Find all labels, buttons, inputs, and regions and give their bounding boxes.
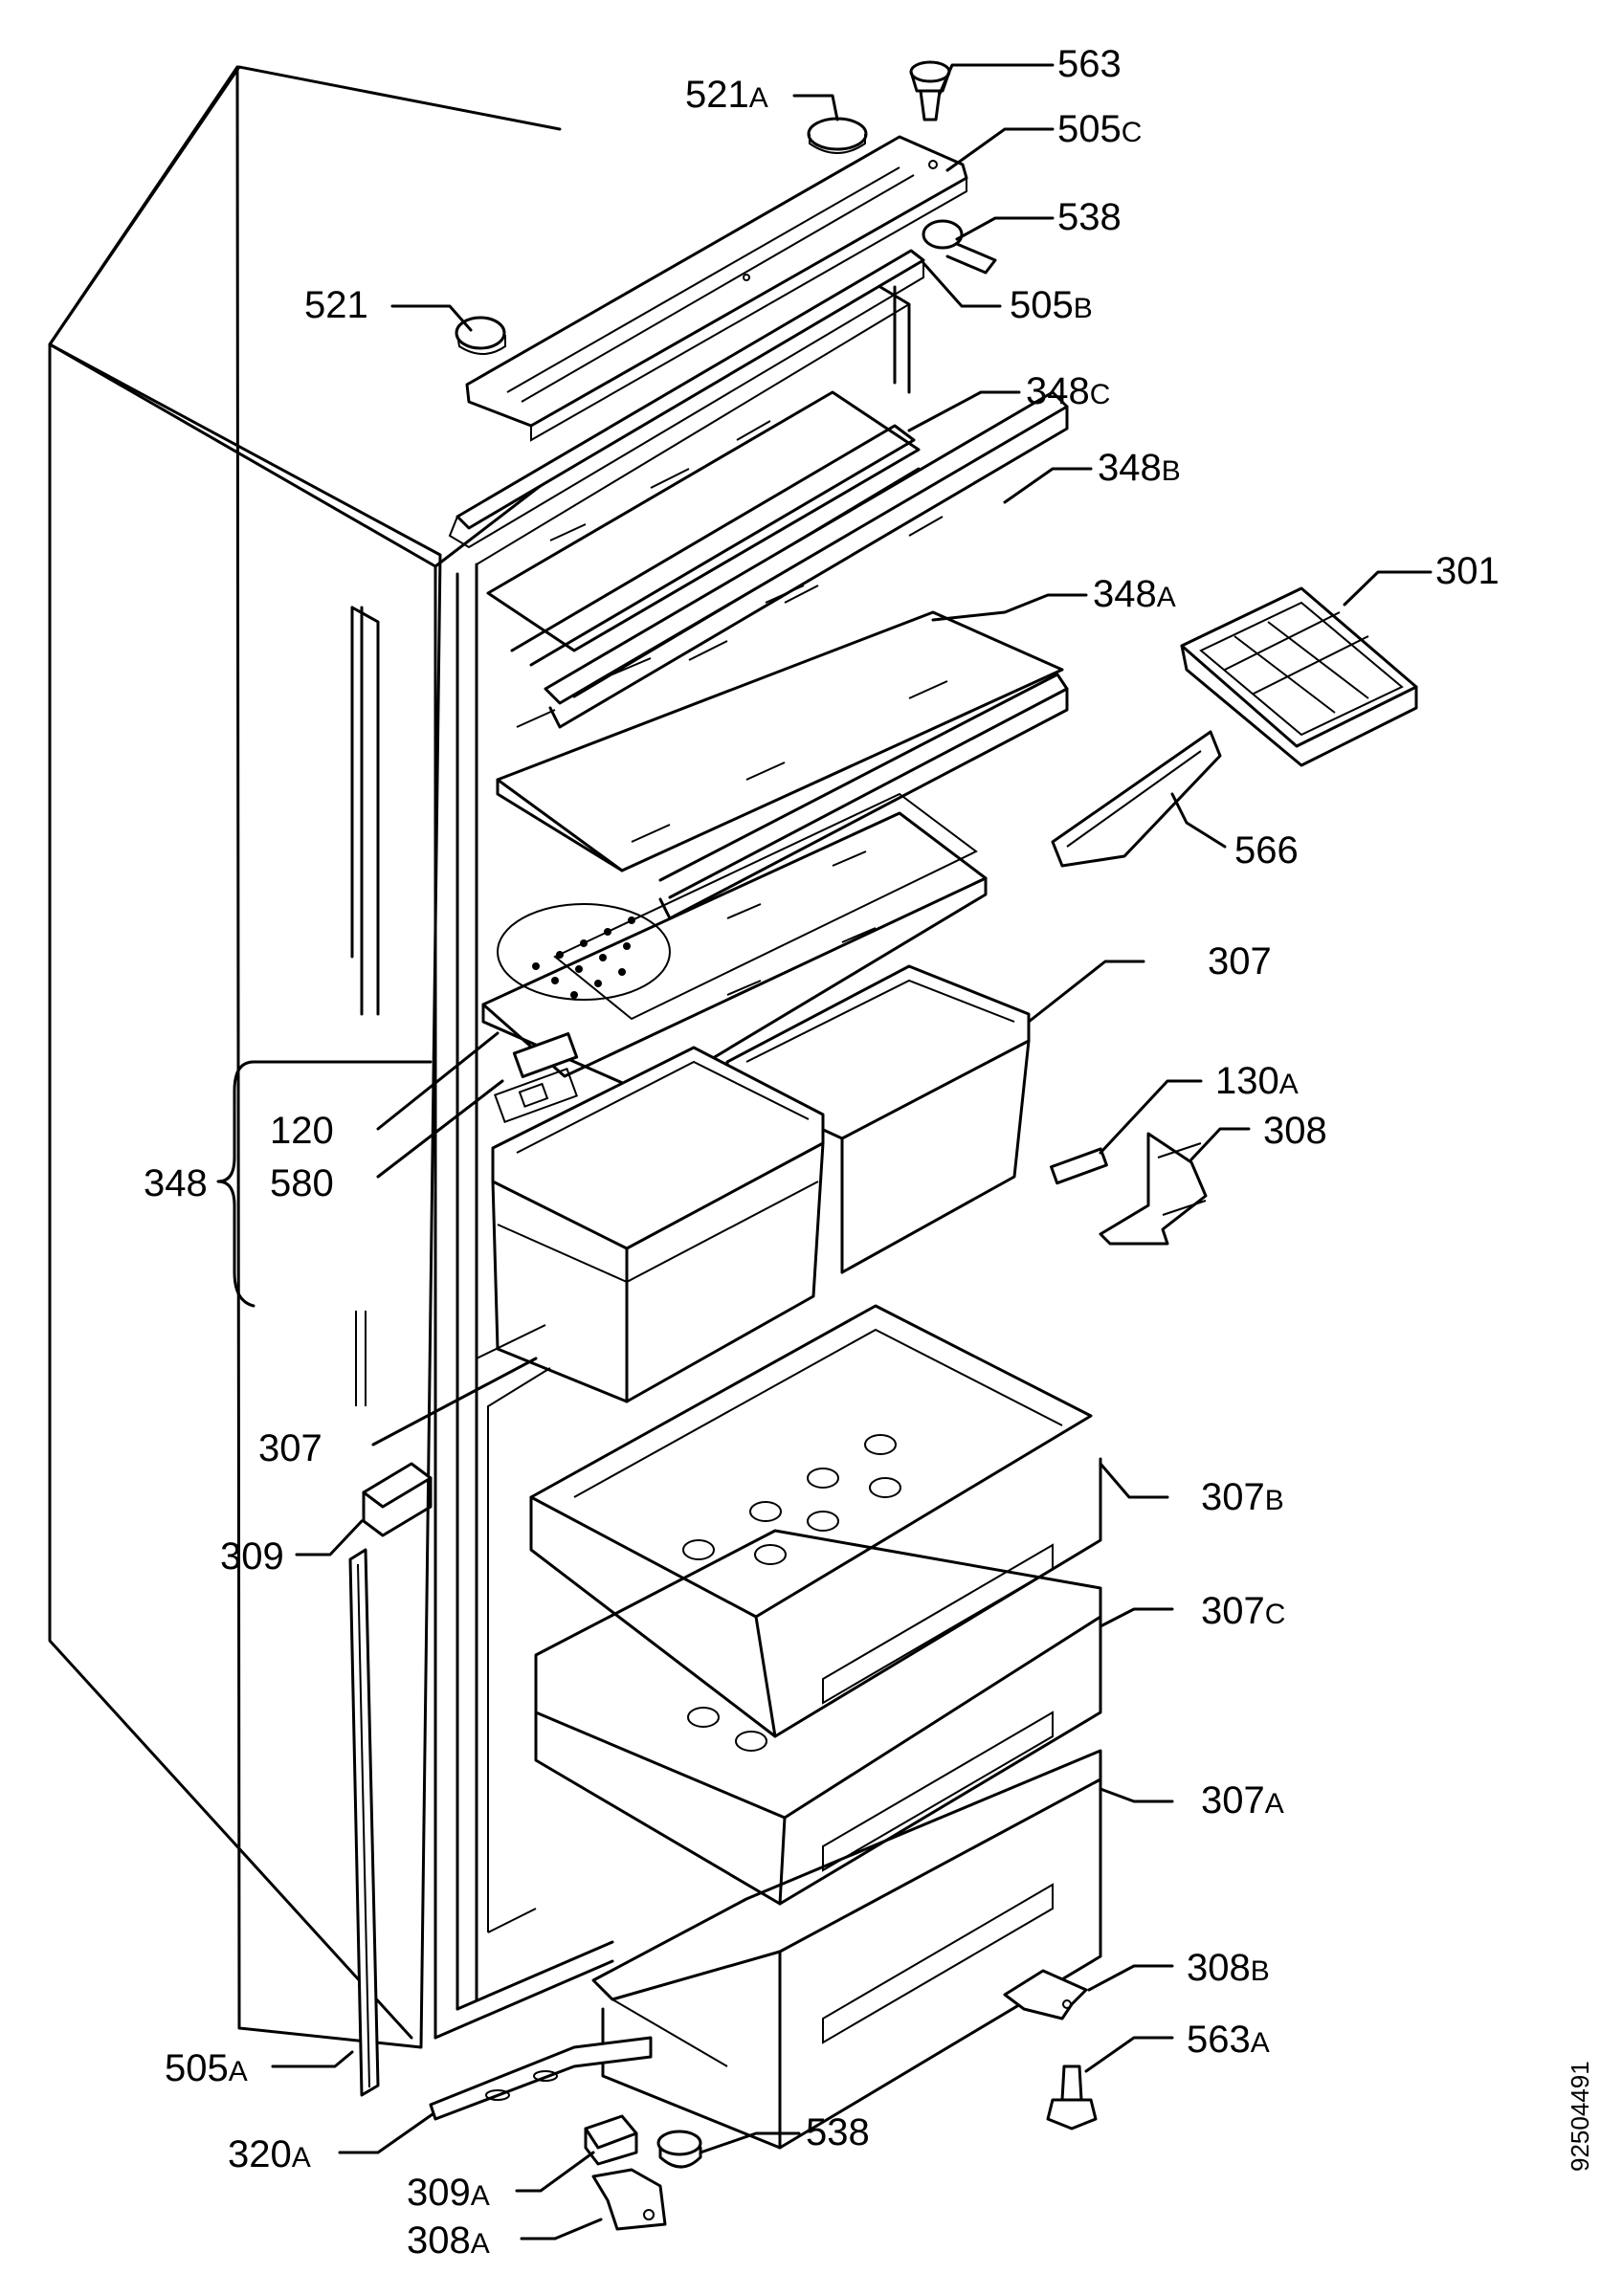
callout-348: 348 [144,1162,208,1204]
small-parts [348,586,1418,2231]
glass-shelves [486,390,1069,920]
freezer-drawer-307A [591,1749,1102,2150]
freezer-drawer-307C [534,1529,1102,1906]
callout-120: 120 [270,1110,334,1152]
callout-505C: 505C [1057,108,1142,150]
drawer-holes [682,1434,901,1565]
callout-320A: 320A [228,2133,311,2175]
callout-521: 521 [304,284,368,326]
callout-505B: 505B [1010,284,1093,326]
callout-130A: 130A [1215,1060,1299,1102]
callout-563: 563 [1057,43,1122,85]
callout-563A: 563A [1187,2019,1270,2061]
vent-holes [532,916,635,999]
callout-307B: 307B [1201,1476,1284,1518]
freezer-drawer-307B [529,1304,1102,1738]
callout-348B: 348B [1098,447,1181,489]
leader-lines [216,63,1433,2241]
callout-309: 309 [220,1535,284,1578]
callout-301: 301 [1435,550,1500,592]
callout-538-bottom: 538 [806,2111,870,2153]
callout-580: 580 [270,1162,334,1204]
drawing-code: 92504491 [1566,2061,1594,2172]
top-hinge-assembly [448,60,997,549]
callout-307-top: 307 [1208,940,1272,982]
refrigerator-cabinet [48,65,911,2049]
callout-308: 308 [1263,1110,1327,1152]
callout-348C: 348C [1026,370,1110,412]
callout-505A: 505A [165,2047,248,2089]
callout-308B: 308B [1187,1947,1270,1989]
upper-crisper-bins [491,964,1031,1403]
callout-307C: 307C [1201,1590,1285,1632]
callout-348A: 348A [1093,573,1176,615]
callout-labels: 563 521A 505C 538 521 505B 348C 348B 348… [144,43,1500,2262]
callout-521A: 521A [685,74,768,116]
callout-308A: 308A [407,2219,490,2262]
callout-309A: 309A [407,2172,490,2214]
callout-566: 566 [1234,829,1299,872]
callout-538-top: 538 [1057,196,1122,238]
callout-307A: 307A [1201,1779,1284,1821]
callout-307-left: 307 [258,1427,322,1469]
